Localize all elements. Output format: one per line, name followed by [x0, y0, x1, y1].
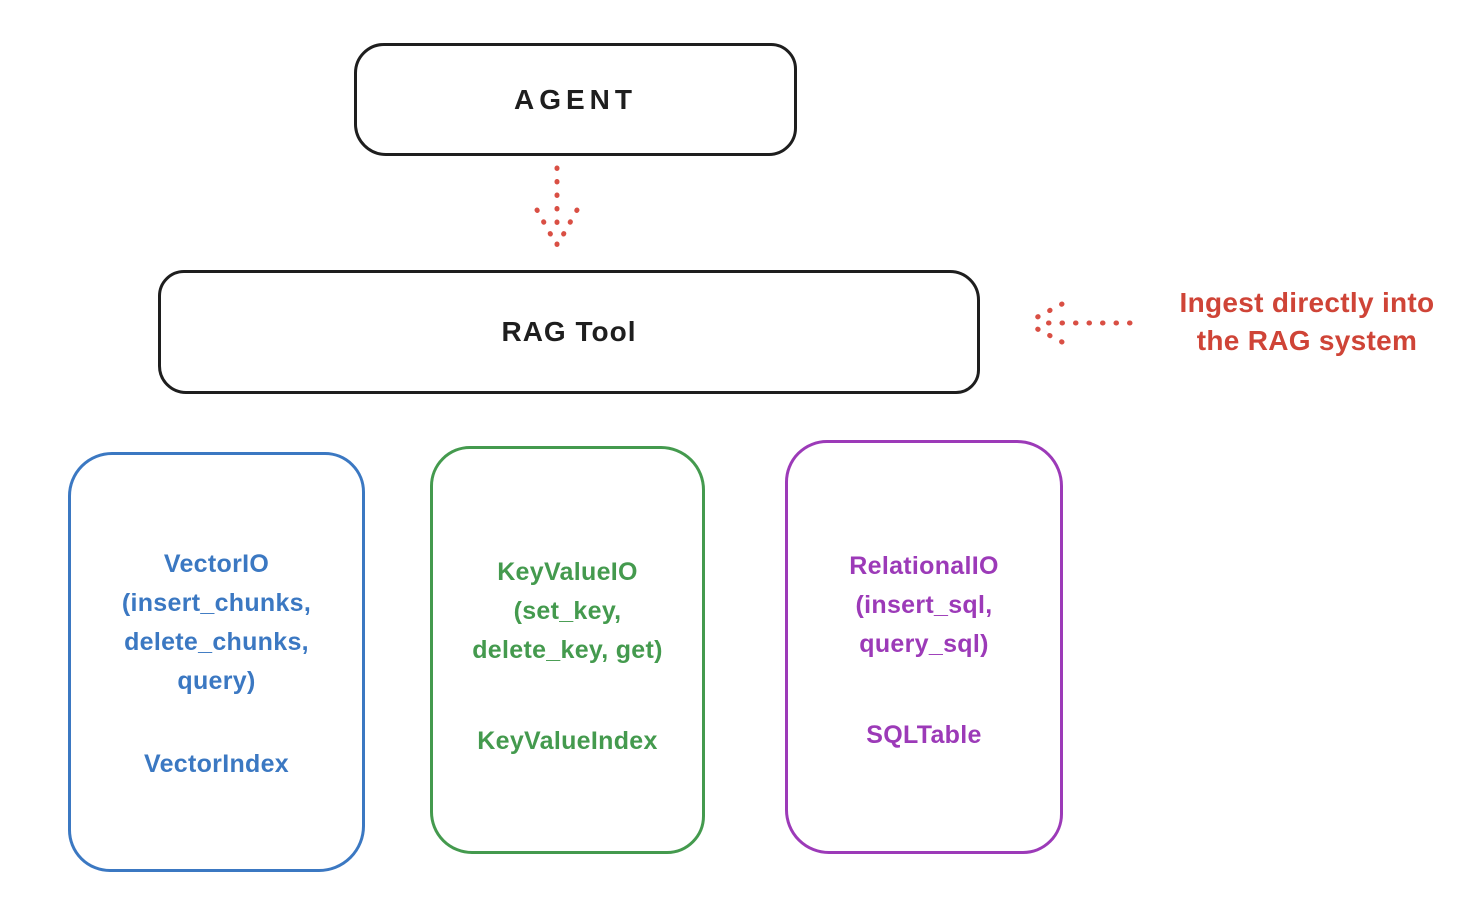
- ingest-annotation: Ingest directly into the RAG system: [1132, 284, 1482, 360]
- vector-io-title-line: VectorIO: [163, 550, 270, 578]
- relational-io-title-line: (insert_sql,: [855, 591, 993, 619]
- dotted-arrow-down-icon: [534, 165, 580, 259]
- ingest-annotation-line1: Ingest directly into: [1179, 287, 1435, 318]
- sql-table-label: SQLTable: [866, 721, 982, 749]
- rag-tool-node: RAG Tool: [158, 270, 980, 394]
- ingest-annotation-line2: the RAG system: [1196, 325, 1418, 356]
- rag-tool-node-label: RAG Tool: [501, 316, 637, 347]
- dotted-arrow-left-icon: [1025, 301, 1133, 345]
- keyvalue-io-title-line: delete_key, get): [472, 636, 663, 664]
- keyvalue-index-label: KeyValueIndex: [477, 727, 658, 755]
- agent-node: AGENT: [354, 43, 797, 156]
- relational-io-title-line: query_sql): [859, 630, 989, 658]
- relational-io-title-line: RelationalIO: [849, 552, 999, 580]
- vector-io-title-line: delete_chunks,: [124, 628, 309, 656]
- keyvalue-io-node: KeyValueIO (set_key, delete_key, get) Ke…: [430, 446, 705, 854]
- relational-io-node: RelationalIO (insert_sql, query_sql) SQL…: [785, 440, 1063, 854]
- keyvalue-io-title-line: (set_key,: [513, 597, 622, 625]
- keyvalue-io-title-line: KeyValueIO: [497, 558, 638, 586]
- vector-io-node: VectorIO (insert_chunks, delete_chunks, …: [68, 452, 365, 872]
- vector-io-title-line: (insert_chunks,: [121, 589, 312, 617]
- vector-io-title-line: query): [177, 667, 256, 695]
- agent-node-label: AGENT: [514, 83, 637, 115]
- vector-index-label: VectorIndex: [143, 750, 290, 778]
